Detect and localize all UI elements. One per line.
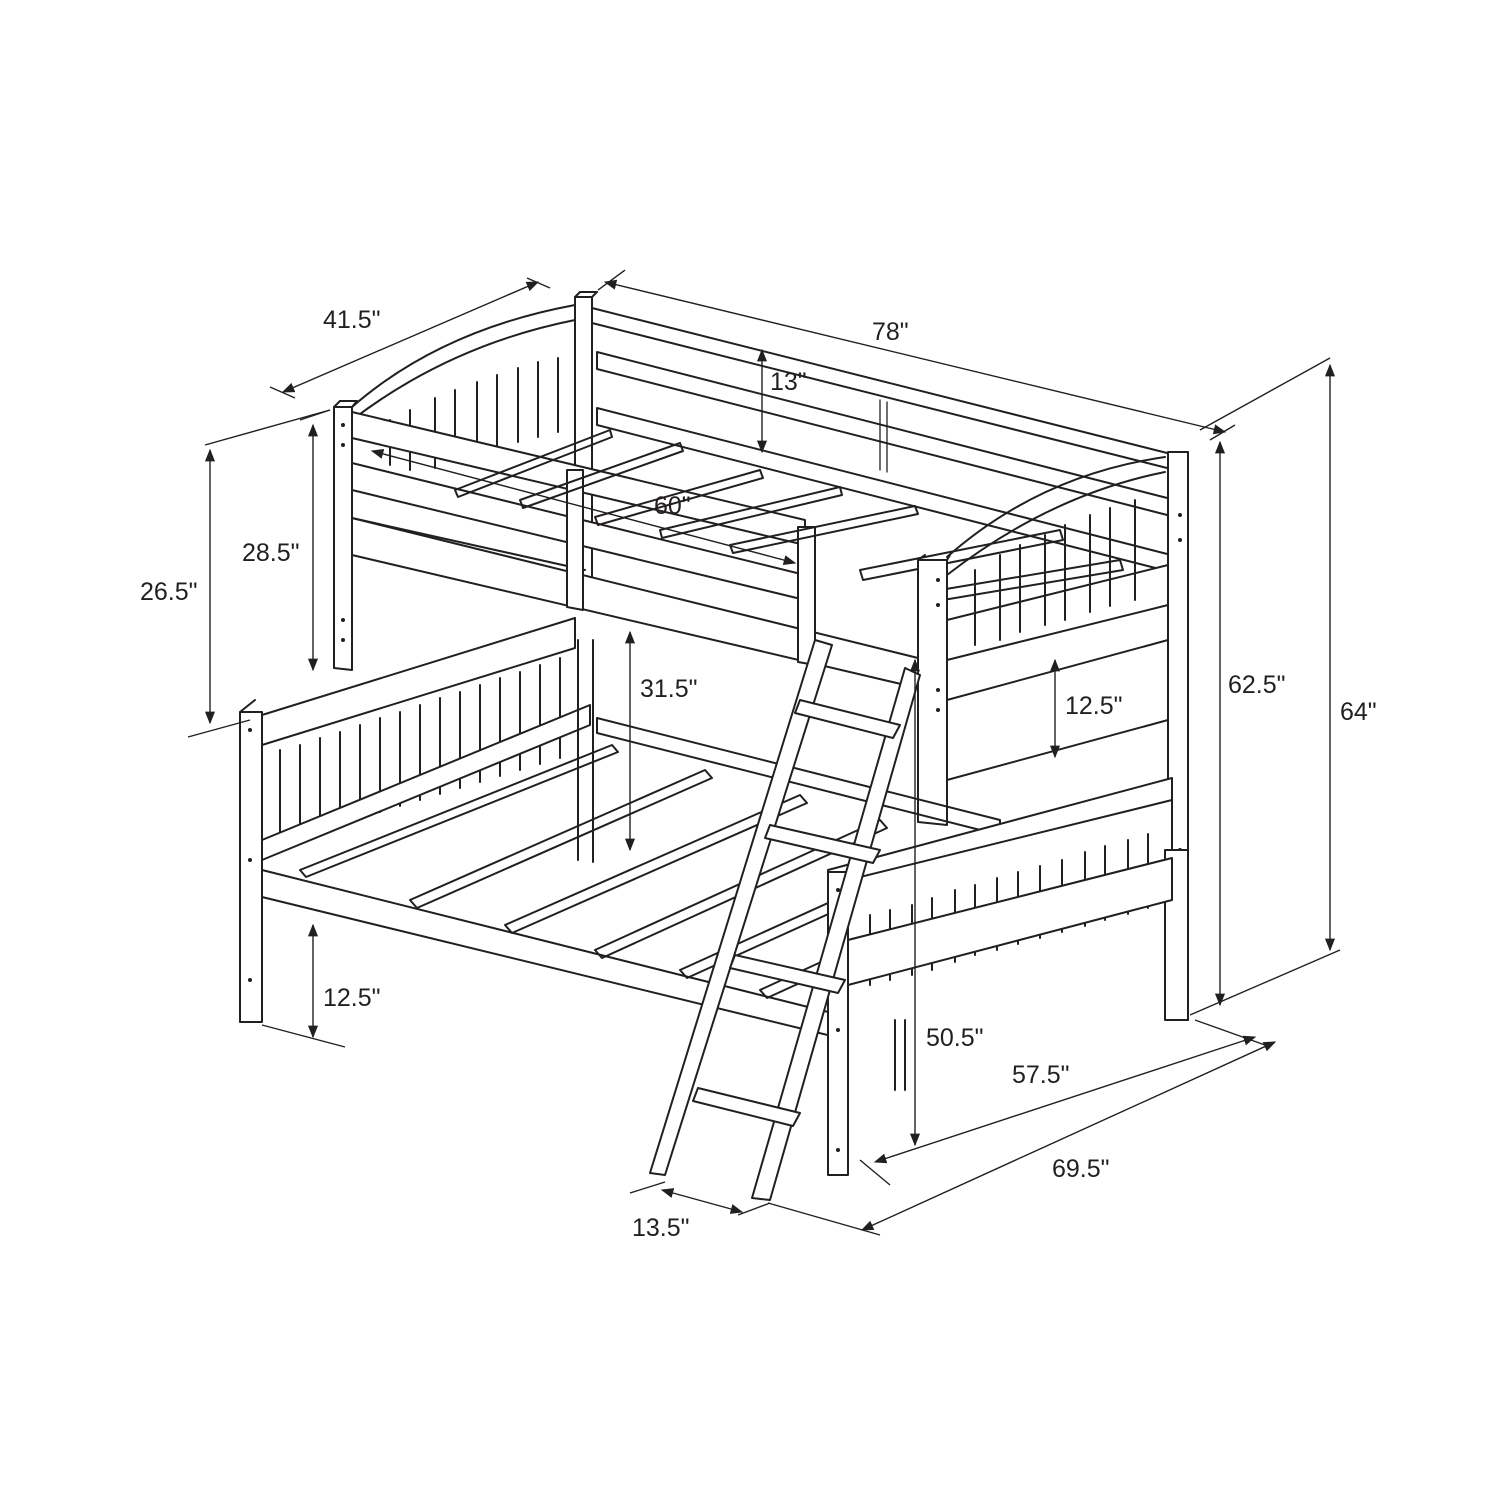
dim-label-ladder-height: 50.5"	[926, 1024, 984, 1052]
dim-label-floor-clearance: 12.5"	[323, 984, 381, 1012]
dim-label-overall-length: 78"	[872, 318, 909, 346]
dim-label-upper-rail-height: 26.5"	[140, 578, 198, 606]
dim-label-upper-mattress-width: 60"	[654, 492, 691, 520]
lower-bunk	[239, 617, 1189, 1176]
dimension-lines	[187, 269, 1341, 1236]
dim-label-ladder-width: 13.5"	[632, 1214, 690, 1242]
dim-label-guardrail-height: 13"	[770, 368, 807, 396]
dim-label-height-to-upper: 62.5"	[1228, 671, 1286, 699]
dim-label-upper-headboard-height: 28.5"	[242, 539, 300, 567]
dim-label-lower-width: 57.5"	[1012, 1061, 1070, 1089]
dim-label-upper-width: 41.5"	[323, 306, 381, 334]
dim-label-overall-depth: 69.5"	[1052, 1155, 1110, 1183]
dim-label-bunk-clearance: 31.5"	[640, 675, 698, 703]
dim-label-overall-height: 64"	[1340, 698, 1377, 726]
ladder	[649, 639, 921, 1201]
dim-label-lower-guard-height: 12.5"	[1065, 692, 1123, 720]
